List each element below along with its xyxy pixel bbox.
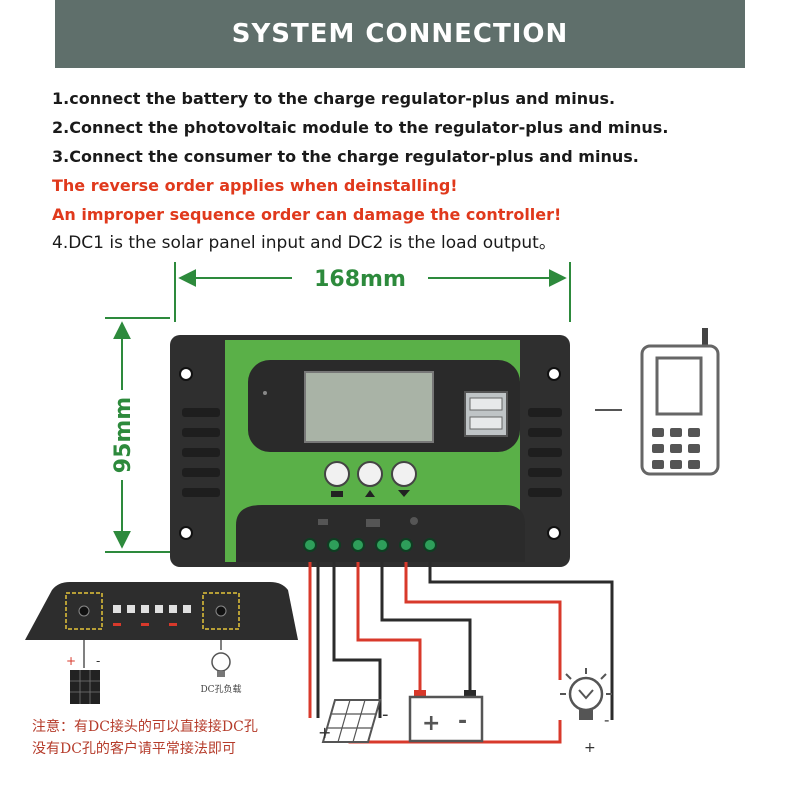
light-bulb-icon: - +	[560, 668, 612, 756]
lcd-screen	[304, 371, 434, 443]
instructions: 1.connect the battery to the charge regu…	[52, 84, 772, 258]
solar-minus-label: -	[382, 704, 389, 725]
screw-hole	[547, 526, 561, 540]
page-title: SYSTEM CONNECTION	[231, 19, 569, 49]
mini-solar-panel-icon	[70, 670, 100, 704]
screw-hole	[179, 526, 193, 540]
solar-panel-icon: + -	[318, 699, 389, 743]
down-button[interactable]	[391, 461, 417, 487]
phone-icon	[595, 328, 720, 476]
header-banner: SYSTEM CONNECTION	[55, 0, 745, 68]
up-button[interactable]	[357, 461, 383, 487]
terminal-screw	[303, 538, 317, 552]
screw-hole	[179, 367, 193, 381]
terminal-screw	[351, 538, 365, 552]
warning-2: An improper sequence order can damage th…	[52, 205, 562, 224]
battery-minus-label: -	[458, 709, 467, 734]
usb-port-icon	[464, 391, 508, 437]
bulb-plus-label: +	[584, 740, 596, 756]
width-label: 168mm	[314, 267, 406, 292]
dc-note: 4.DC1 is the solar panel input and DC2 i…	[52, 233, 556, 253]
step-2: 2.Connect the photovoltaic module to the…	[52, 118, 669, 137]
width-dimension: 168mm	[174, 262, 571, 322]
battery-plus-label: +	[422, 711, 440, 736]
screw-hole	[547, 367, 561, 381]
menu-button[interactable]	[324, 461, 350, 487]
terminal-screw	[327, 538, 341, 552]
step-3: 3.Connect the consumer to the charge reg…	[52, 147, 639, 166]
note-line-2: 没有DC孔的客户请平常接法即可	[32, 741, 236, 757]
dc-connector-diagram: + - DC孔负载	[25, 582, 298, 704]
mini-bulb-icon	[211, 652, 231, 677]
height-dimension: 95mm	[105, 317, 170, 553]
note-line-1: 注意：有DC接头的可以直接接DC孔	[32, 719, 258, 735]
terminal-screw	[399, 538, 413, 552]
bulb-minus-label: -	[604, 711, 609, 729]
charge-controller	[170, 335, 570, 567]
warning-1: The reverse order applies when deinstall…	[52, 176, 458, 195]
terminal-block	[236, 505, 525, 562]
dc-load-label: DC孔负载	[200, 683, 241, 695]
step-1: 1.connect the battery to the charge regu…	[52, 89, 616, 108]
height-label: 95mm	[111, 397, 136, 473]
battery-icon: + -	[408, 690, 484, 743]
solar-plus-label: +	[318, 723, 331, 742]
chinese-note: 注意：有DC接头的可以直接接DC孔 没有DC孔的客户请平常接法即可	[32, 716, 258, 760]
dc-minus-label: -	[96, 654, 100, 668]
dc-plus-label: +	[66, 654, 76, 668]
terminal-screw	[375, 538, 389, 552]
control-buttons	[324, 461, 417, 497]
terminal-screw	[423, 538, 437, 552]
